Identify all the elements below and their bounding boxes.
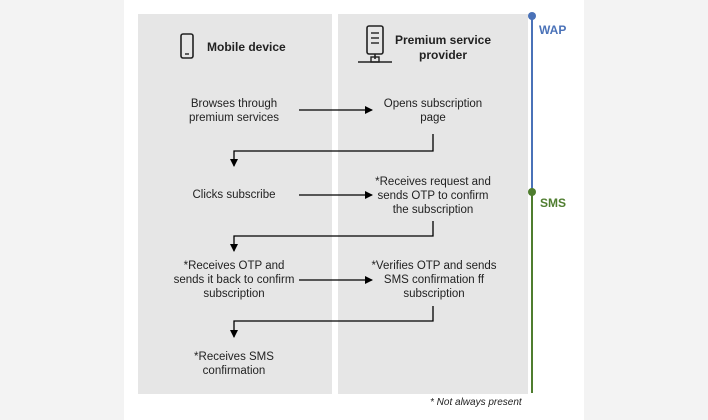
wap-channel-label: WAP [539,23,567,37]
step-click-subscribe: Clicks subscribe [192,189,276,201]
server-icon [358,25,392,63]
provider-lane [338,14,528,394]
step-receive-sms-confirmation: *Receives SMS confirmation [194,351,274,377]
sms-channel-label: SMS [540,196,567,210]
provider-header: Premium service provider [394,33,492,62]
arrow-return-1 [230,134,434,167]
mobile-phone-icon [180,33,194,59]
step-receive-request-send-otp: *Receives request and sends OTP to confi… [375,176,491,216]
step-browse-premium-services: Browses through premium services [188,98,280,124]
footnote: * Not always present [430,397,522,408]
wap-channel-marker [528,12,536,20]
arrow-return-3 [230,306,434,338]
arrow-return-2 [230,221,434,252]
mobile-device-header: Mobile device [207,40,286,54]
step-open-subscription-page: Opens subscription page [383,98,483,124]
sms-channel-marker [528,188,536,196]
step-verify-otp-send-sms: *Verifies OTP and sends SMS confirmation… [371,260,497,300]
step-receive-otp-send-back: *Receives OTP and sends it back to confi… [173,260,295,300]
